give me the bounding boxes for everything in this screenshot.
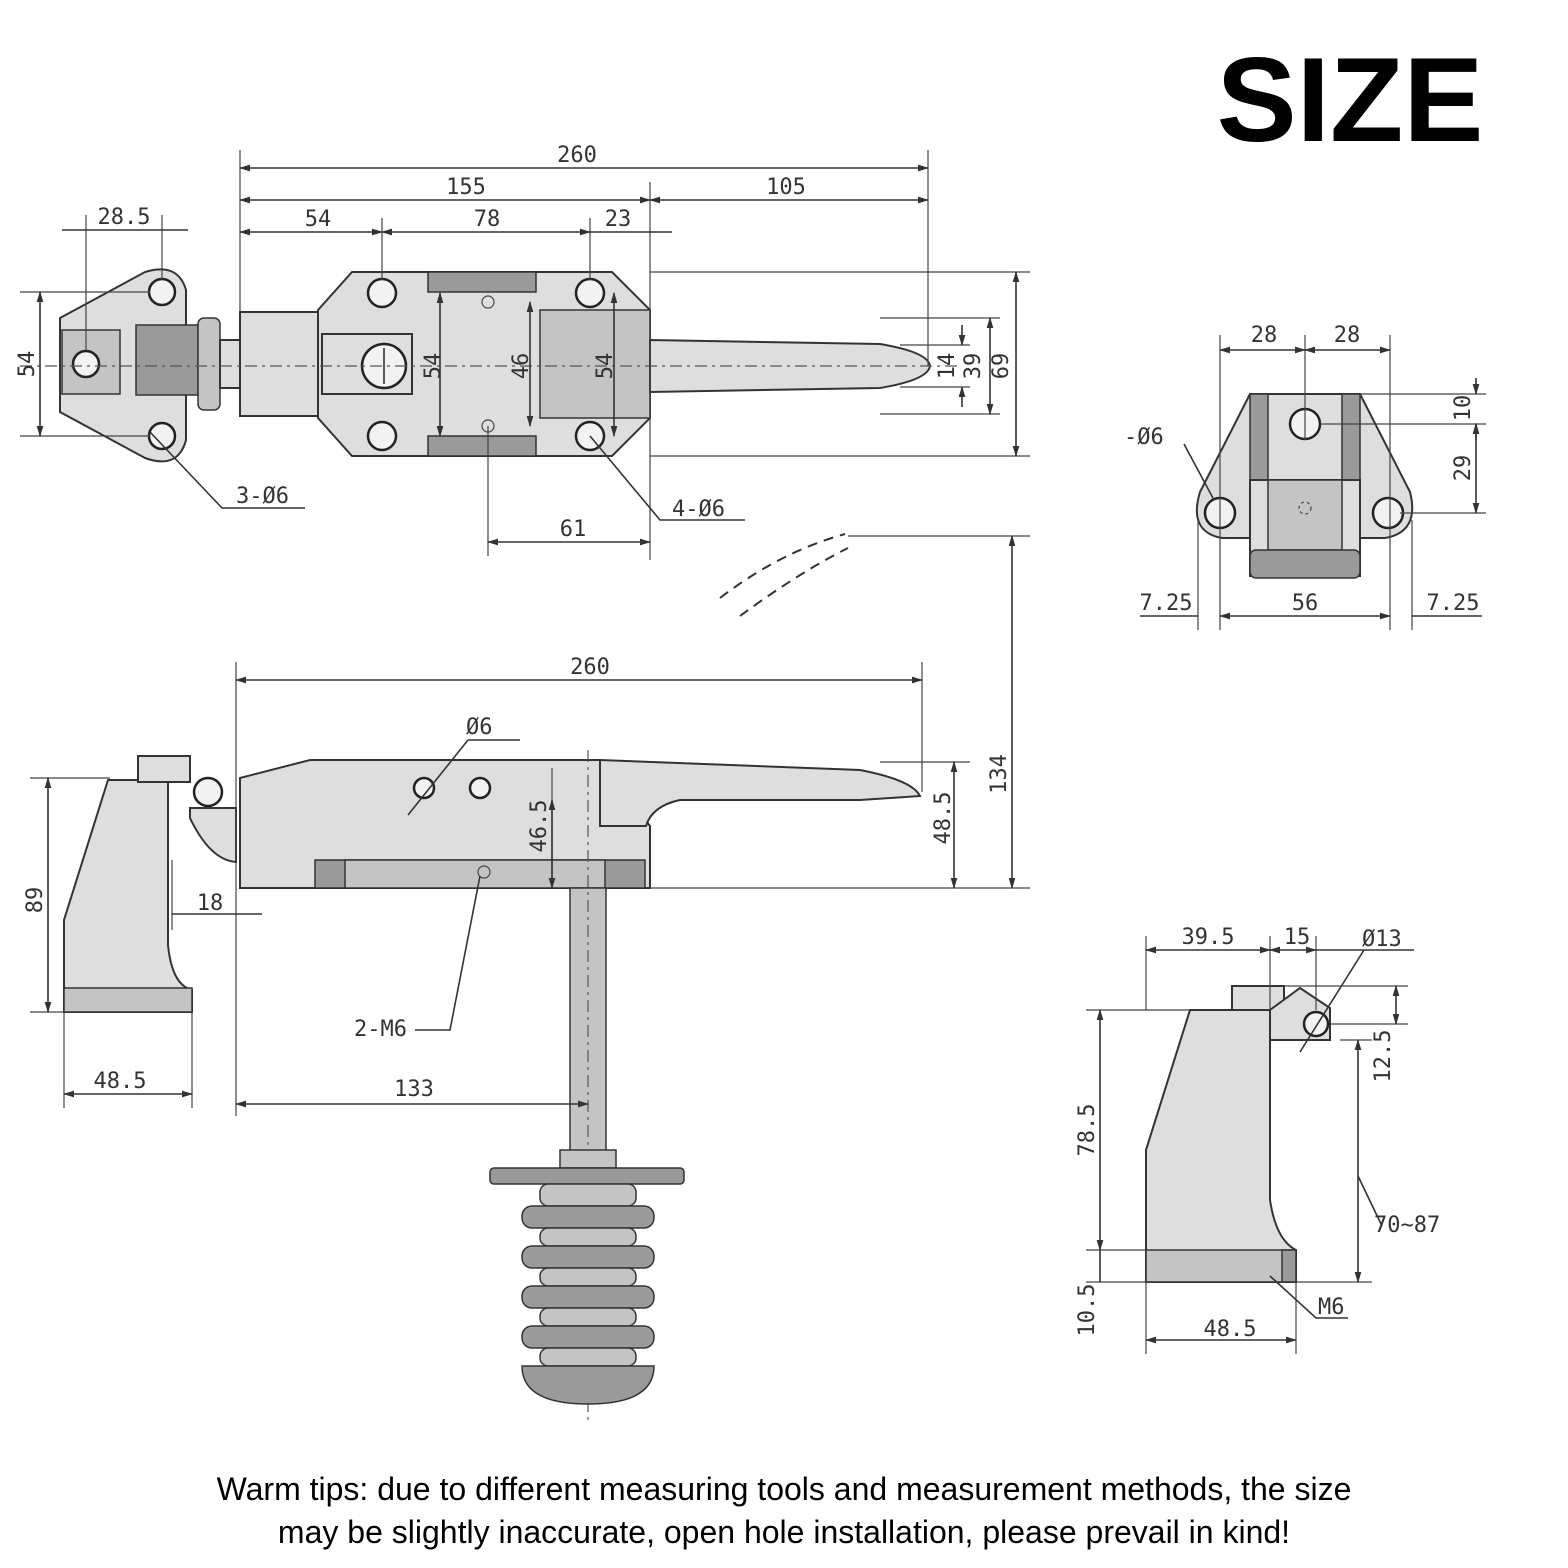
dim-strike-left: 7.25 [1140,591,1193,616]
dim-hinge-width: 28.5 [98,205,151,230]
top-hinge-plate [59,268,187,463]
dim-strike-h10-5: 10.5 [1075,1284,1100,1337]
dim-gap-18: 18 [197,891,224,916]
warm-tips: Warm tips: due to different measuring to… [60,1468,1508,1554]
label-strike-range: 70~87 [1374,1213,1440,1238]
top-body-hole [366,420,398,452]
top-hinge-pin [197,317,221,411]
label-strike-pin: Ø13 [1362,927,1402,952]
dim-slot-61: 61 [560,517,587,542]
strike-hole [1371,496,1405,530]
dim-top-overall: 260 [557,143,597,168]
dim-strike-h29: 29 [1451,455,1476,482]
strike-front-view: 28 28 10 29 -Ø6 7.25 56 7.25 [1124,323,1486,630]
dim-top-78: 78 [474,207,501,232]
dim-strike-w1: 28 [1251,323,1278,348]
strike-side-bracket [1145,1009,1297,1283]
dim-top-54: 54 [305,207,332,232]
dim-hinge-height: 54 [15,351,40,378]
dim-strike-h10: 10 [1451,395,1476,422]
dim-depth-46-5: 46.5 [527,800,552,853]
top-hinge-hole [71,349,101,379]
dim-total-134: 134 [987,754,1012,794]
label-side-hole: Ø6 [466,715,493,740]
dim-top-23: 23 [605,207,632,232]
warm-tips-line-1: Warm tips: due to different measuring to… [216,1471,1352,1507]
dim-body-46: 46 [509,353,534,380]
side-view: 260 Ø6 46.5 48.5 134 89 18 2-M6 48.5 133 [23,533,1030,1420]
dim-overall-69: 69 [989,353,1014,380]
top-body-hole [574,277,606,309]
label-strike-thread: M6 [1318,1295,1345,1320]
dim-top-left-span: 155 [446,175,486,200]
side-hinge-bracket [63,779,193,1013]
top-hinge-hole [147,277,177,307]
dim-handle-48-5: 48.5 [931,792,956,845]
strike-roller [1249,549,1361,579]
dim-hinge-89: 89 [23,887,48,914]
top-hinge-knuckle [135,324,199,396]
dim-strike-mid: 56 [1292,591,1319,616]
warm-tips-line-2: may be slightly inaccurate, open hole in… [277,1514,1291,1550]
dim-strike-h12-5: 12.5 [1371,1030,1396,1083]
side-handle [599,758,922,827]
dim-body-54b: 54 [593,353,618,380]
dim-strike-w2: 28 [1334,323,1361,348]
dim-top-right-span: 105 [766,175,806,200]
plunger-bellows [521,1183,655,1405]
side-hole [412,776,436,800]
strike-side-view: 39.5 15 Ø13 78.5 12.5 70~87 10.5 48.5 M6 [1075,925,1440,1354]
top-view: 260 155 105 54 78 23 28.5 54 54 46 54 14… [15,143,1030,560]
label-hinge-holes: 3-Ø6 [236,484,289,509]
plunger-flange [489,1167,685,1185]
dim-handle-14: 14 [935,353,960,380]
dim-strike-right: 7.25 [1427,591,1480,616]
label-thread-2m6: 2-M6 [354,1017,407,1042]
top-body-hole [366,277,398,309]
handle-swing-path [719,533,846,599]
page-title: SIZE [1216,33,1484,167]
dim-strike-base: 48.5 [1204,1317,1257,1342]
dim-body-54a: 54 [421,353,446,380]
dim-strike-w15: 15 [1284,925,1311,950]
label-strike-hole: -Ø6 [1124,425,1164,450]
side-hole [468,776,492,800]
dim-rod-133: 133 [394,1077,434,1102]
label-body-holes: 4-Ø6 [672,497,725,522]
side-latch-body [239,759,651,889]
dim-handle-39: 39 [961,353,986,380]
dim-side-overall: 260 [570,655,610,680]
dim-strike-w39-5: 39.5 [1182,925,1235,950]
dim-strike-h78-5: 78.5 [1075,1104,1100,1157]
side-hinge-pin [192,776,224,808]
dim-base-48-5: 48.5 [94,1069,147,1094]
strike-side-pin [1302,1010,1330,1038]
